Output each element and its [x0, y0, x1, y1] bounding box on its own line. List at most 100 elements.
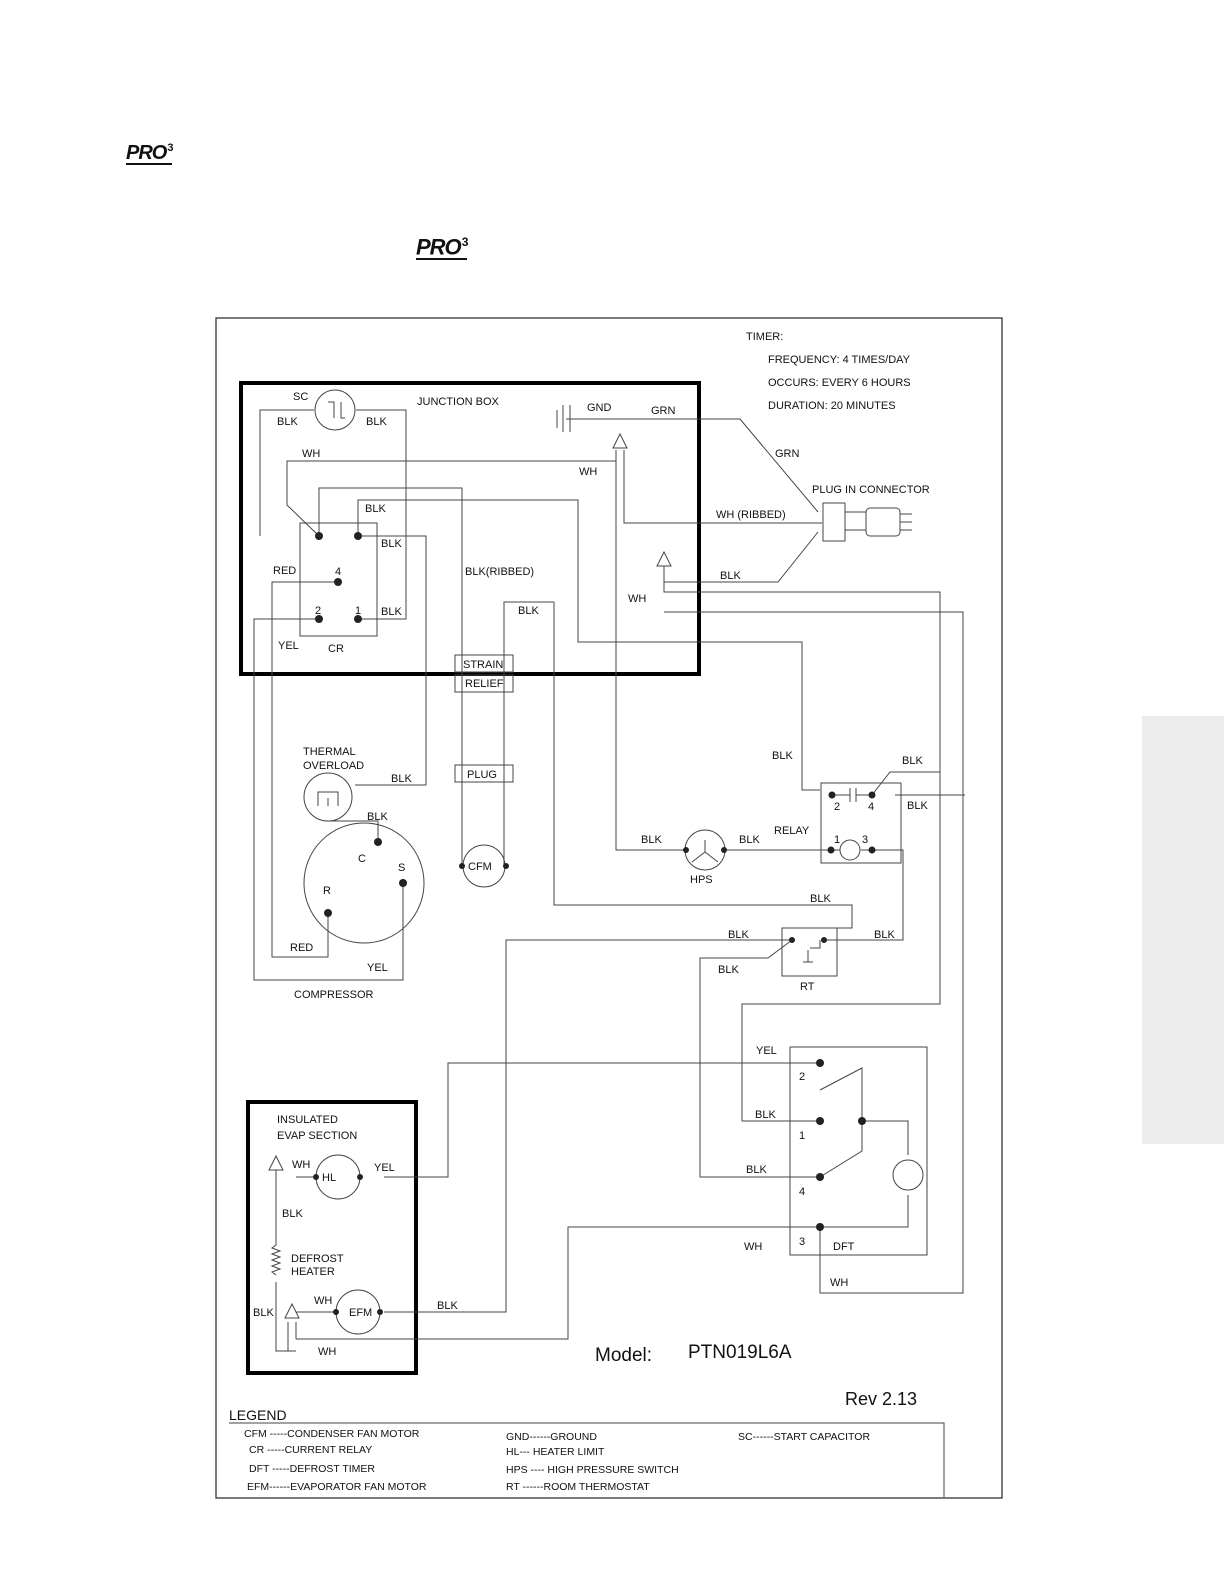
label-blk-plug: BLK — [720, 570, 741, 582]
label-junction-box: JUNCTION BOX — [417, 396, 500, 408]
label-yel-comp: YEL — [367, 962, 388, 974]
label-plug-in-connector: PLUG IN CONNECTOR — [812, 484, 930, 496]
label-heater: HEATER — [291, 1266, 335, 1278]
side-tab — [1142, 716, 1224, 1144]
dft-box — [789, 1046, 928, 1256]
label-c: C — [358, 853, 366, 865]
timer-duration: DURATION: 20 MINUTES — [768, 400, 896, 412]
label-blk-dft-1: BLK — [755, 1109, 776, 1121]
label-cfm: CFM — [468, 861, 492, 873]
legend-cr: CR -----CURRENT RELAY — [249, 1444, 372, 1456]
label-wh-vertical: WH — [628, 593, 646, 605]
label-blk-sc-right: BLK — [366, 416, 387, 428]
legend-gnd: GND------GROUND — [506, 1431, 597, 1443]
label-blk-cr-right: BLK — [381, 538, 402, 550]
diagram-frame — [215, 317, 1003, 1499]
label-wh-top: WH — [579, 466, 597, 478]
label-blk-comp: BLK — [367, 811, 388, 823]
legend-entries: CFM -----CONDENSER FAN MOTOR CR -----CUR… — [244, 1428, 870, 1493]
label-r: R — [323, 885, 331, 897]
label-cr-1: 1 — [355, 605, 361, 617]
model-value: PTN019L6A — [688, 1342, 792, 1363]
label-blk-overload: BLK — [391, 773, 412, 785]
brand-logo: PRO3 — [416, 234, 468, 261]
timer-frequency: FREQUENCY: 4 TIMES/DAY — [768, 354, 911, 366]
label-yel-cr: YEL — [278, 640, 299, 652]
label-relief: RELIEF — [465, 678, 504, 690]
label-blk-cr-1: BLK — [381, 606, 402, 618]
label-yel-hl: YEL — [374, 1162, 395, 1174]
wires — [229, 389, 965, 1497]
label-blk-cr-top: BLK — [365, 503, 386, 515]
label-efm: EFM — [349, 1307, 372, 1319]
label-plug: PLUG — [467, 769, 497, 781]
label-insulated: INSULATED — [277, 1114, 338, 1126]
label-s: S — [398, 862, 405, 874]
legend-dft: DFT -----DEFROST TIMER — [249, 1463, 375, 1475]
label-dft-4: 4 — [799, 1186, 805, 1198]
label-blk-hps-right: BLK — [739, 834, 760, 846]
label-blk-ribbed: BLK(RIBBED) — [465, 566, 534, 578]
label-wh-dft-bottom: WH — [830, 1277, 848, 1289]
label-rt: RT — [800, 981, 815, 993]
label-yel-dft: YEL — [756, 1045, 777, 1057]
current-relay-box — [299, 522, 378, 637]
label-blk-sc-left: BLK — [277, 416, 298, 428]
label-blk-relay-left: BLK — [772, 750, 793, 762]
label-gnd: GND — [587, 402, 612, 414]
label-wh-evap-bottom: WH — [318, 1346, 336, 1358]
label-blk-rt-right: BLK — [874, 929, 895, 941]
timer-title: TIMER: — [746, 331, 783, 343]
label-blk-rt-lower: BLK — [718, 964, 739, 976]
compressor-circle — [303, 822, 425, 944]
label-wh-hl: WH — [292, 1159, 310, 1171]
legend-hl: HL--- HEATER LIMIT — [506, 1446, 605, 1458]
label-hl: HL — [322, 1172, 336, 1184]
label-dft-3: 3 — [799, 1236, 805, 1248]
legend-title: LEGEND — [229, 1407, 287, 1423]
label-blk-dft-4: BLK — [746, 1164, 767, 1176]
label-grn-2: GRN — [775, 448, 800, 460]
label-blk-strain: BLK — [518, 605, 539, 617]
label-red-cr: RED — [273, 565, 296, 577]
label-blk-evap: BLK — [282, 1208, 303, 1220]
label-defrost: DEFROST — [291, 1253, 344, 1265]
label-blk-relay-right: BLK — [907, 800, 928, 812]
label-hps: HPS — [690, 874, 713, 886]
label-relay-2: 2 — [834, 801, 840, 813]
label-relay-1: 1 — [834, 834, 840, 846]
label-compressor: COMPRESSOR — [294, 989, 374, 1001]
label-dft-1: 1 — [799, 1130, 805, 1142]
label-blk-efm: BLK — [437, 1300, 458, 1312]
label-strain: STRAIN — [463, 659, 503, 671]
label-relay-3: 3 — [862, 834, 868, 846]
legend-efm: EFM------EVAPORATOR FAN MOTOR — [247, 1481, 427, 1493]
junction-box-outline — [239, 381, 701, 676]
legend-rt: RT ------ROOM THERMOSTAT — [506, 1481, 650, 1493]
label-blk-rt-left: BLK — [728, 929, 749, 941]
timer-occurs: OCCURS: EVERY 6 HOURS — [768, 377, 911, 389]
legend-cfm: CFM -----CONDENSER FAN MOTOR — [244, 1428, 420, 1440]
rev-label: Rev 2.13 — [845, 1389, 917, 1409]
evap-section-outline — [246, 1100, 418, 1375]
label-thermal: THERMAL — [303, 746, 356, 758]
legend-sc: SC------START CAPACITOR — [738, 1431, 870, 1443]
terminals — [313, 532, 876, 1315]
label-wh-dft: WH — [744, 1241, 762, 1253]
dft-motor-circle — [892, 1159, 924, 1191]
label-overload: OVERLOAD — [303, 760, 364, 772]
label-dft: DFT — [833, 1241, 855, 1253]
brand-logo-small: PRO3 — [126, 142, 173, 165]
label-cr-4: 4 — [335, 566, 341, 578]
legend-hps: HPS ---- HIGH PRESSURE SWITCH — [506, 1464, 679, 1476]
label-blk-evap-left: BLK — [253, 1307, 274, 1319]
label-blk-relay-top: BLK — [902, 755, 923, 767]
label-blk-rt-top: BLK — [810, 893, 831, 905]
label-dft-2: 2 — [799, 1071, 805, 1083]
label-cr: CR — [328, 643, 344, 655]
relay-box — [820, 782, 902, 864]
label-relay: RELAY — [774, 825, 810, 837]
label-wh-cr: WH — [302, 448, 320, 460]
label-cr-2: 2 — [315, 605, 321, 617]
